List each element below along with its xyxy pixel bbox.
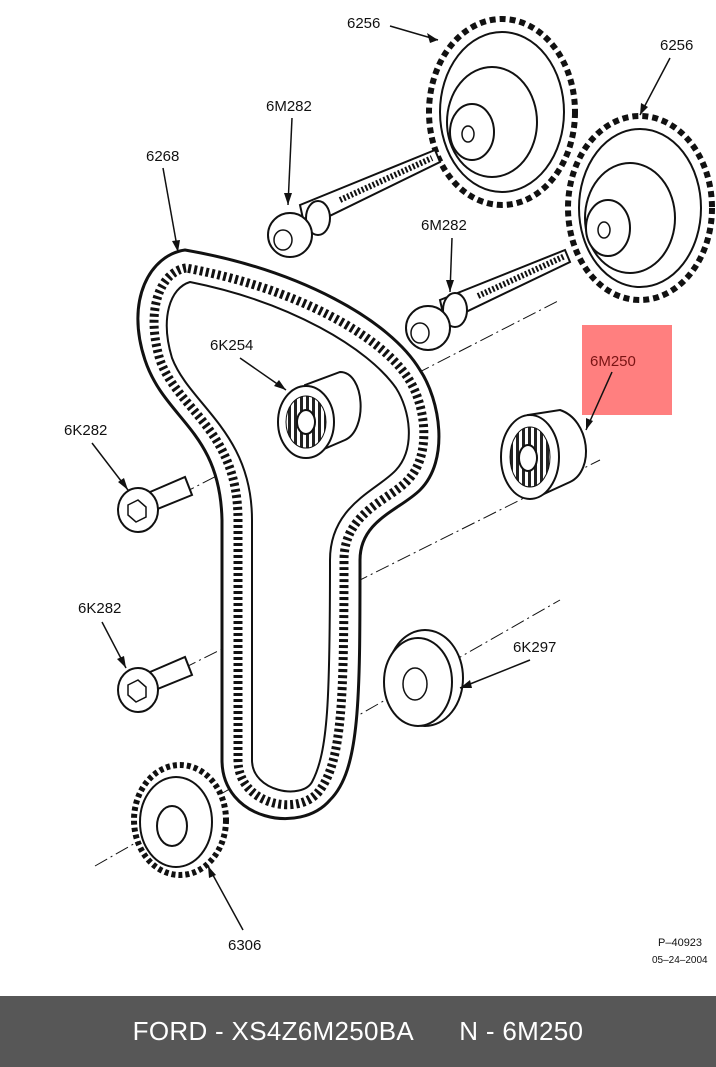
tensioner-bolt (117, 475, 194, 533)
callout-6k254: 6K254 (210, 337, 254, 354)
drawing-date: 05–24–2004 (652, 955, 708, 966)
callout-6m282-lower: 6M282 (421, 217, 467, 234)
callout-6256-right: 6256 (660, 37, 694, 54)
callout-6k297: 6K297 (513, 639, 557, 656)
timing-belt-exploded-diagram (91, 16, 715, 931)
cam-gear-right (565, 113, 715, 303)
callout-6m282-upper: 6M282 (266, 98, 312, 115)
callout-6k282-lower: 6K282 (78, 600, 122, 617)
callout-6m250: 6M250 (590, 353, 636, 370)
callout-6k282-upper: 6K282 (64, 422, 108, 439)
cam-gear-left (426, 16, 578, 208)
tensioner-6k254 (277, 370, 362, 459)
drawing-number: P–40923 (658, 937, 703, 949)
callout-6256-left: 6256 (347, 15, 381, 32)
callout-6268: 6268 (146, 148, 180, 165)
idler-pulley-6m250 (500, 408, 587, 500)
crank-flange-6k297 (383, 629, 464, 727)
cam-bolt-lower (405, 248, 572, 351)
callout-6306: 6306 (228, 937, 262, 954)
part-info-footer: FORD - XS4Z6M250BA N - 6M250 (0, 996, 716, 1067)
footer-gap (414, 1016, 459, 1047)
footer-n-label: N (459, 1016, 479, 1046)
footer-ref-code: 6M250 (502, 1016, 584, 1046)
footer-brand: FORD (132, 1016, 208, 1046)
crank-sprocket-6306 (131, 762, 229, 878)
footer-sep-1: - (207, 1016, 232, 1046)
footer-sep-2: - (478, 1016, 503, 1046)
cam-bolt-upper (267, 148, 442, 258)
idler-bolt (117, 655, 194, 713)
timing-belt-6268 (136, 248, 441, 821)
footer-part-number: XS4Z6M250BA (231, 1016, 415, 1046)
highlight-box-6m250 (582, 325, 672, 415)
